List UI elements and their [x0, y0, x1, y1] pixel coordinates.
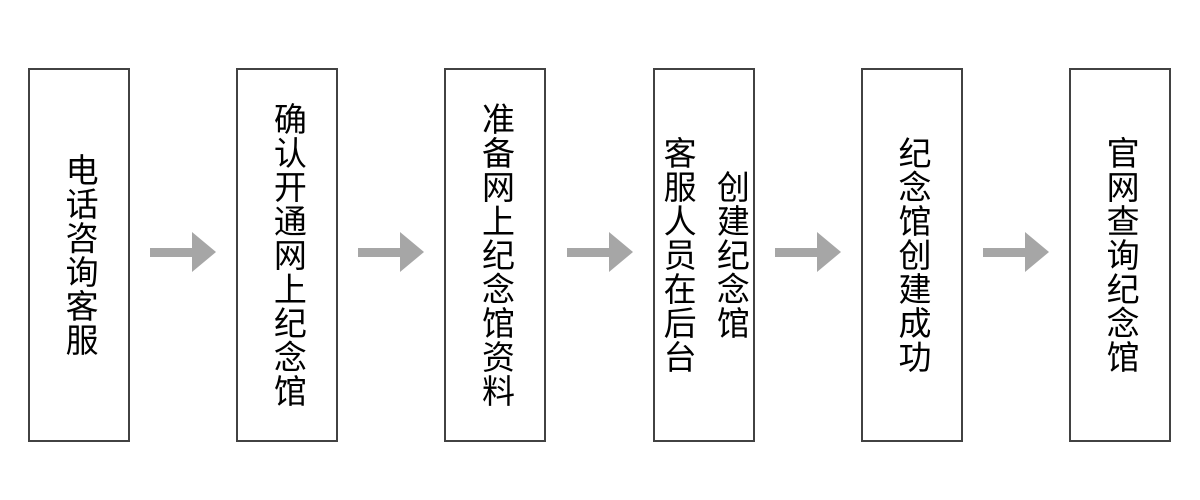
arrow-right-icon	[358, 232, 425, 272]
flow-step-label-line-2: 创建纪念馆	[712, 170, 750, 340]
arrow-right-icon	[774, 232, 841, 272]
flow-step-label: 确认开通网上纪念馆	[269, 102, 307, 408]
flow-step-created-success: 纪念馆创建成功	[860, 68, 963, 442]
arrow-shaft	[566, 247, 609, 257]
flow-step-phone-consult: 电话咨询客服	[28, 68, 130, 442]
arrow-shaft	[982, 247, 1025, 257]
arrow-head	[192, 232, 217, 272]
flow-connector-3	[546, 68, 652, 442]
arrow-shaft	[358, 247, 401, 257]
arrow-shaft	[150, 247, 193, 257]
arrow-head	[400, 232, 425, 272]
arrow-right-icon	[566, 232, 633, 272]
flow-step-prepare-materials: 准备网上纪念馆资料	[444, 68, 547, 442]
arrow-head	[608, 232, 633, 272]
flow-step-label: 官网查询纪念馆	[1102, 136, 1140, 374]
flow-row: 电话咨询客服 确认开通网上纪念馆 准备网上纪念馆资料	[28, 68, 1172, 442]
flow-connector-2	[338, 68, 444, 442]
flow-step-staff-create: 客服人员在后台 创建纪念馆	[652, 68, 755, 442]
flow-step-label-line-1: 客服人员在后台	[659, 136, 697, 374]
arrow-right-icon	[982, 232, 1049, 272]
arrow-right-icon	[150, 232, 217, 272]
arrow-head	[816, 232, 841, 272]
flow-step-confirm-open: 确认开通网上纪念馆	[236, 68, 339, 442]
flow-connector-5	[963, 68, 1069, 442]
arrow-shaft	[774, 247, 817, 257]
flow-step-query-official-site: 官网查询纪念馆	[1069, 68, 1172, 442]
flow-step-label: 电话咨询客服	[61, 153, 99, 357]
flow-step-label: 准备网上纪念馆资料	[477, 102, 515, 408]
flow-connector-4	[755, 68, 861, 442]
flow-connector-1	[130, 68, 236, 442]
flow-step-label: 纪念馆创建成功	[893, 136, 931, 374]
arrow-head	[1024, 232, 1049, 272]
